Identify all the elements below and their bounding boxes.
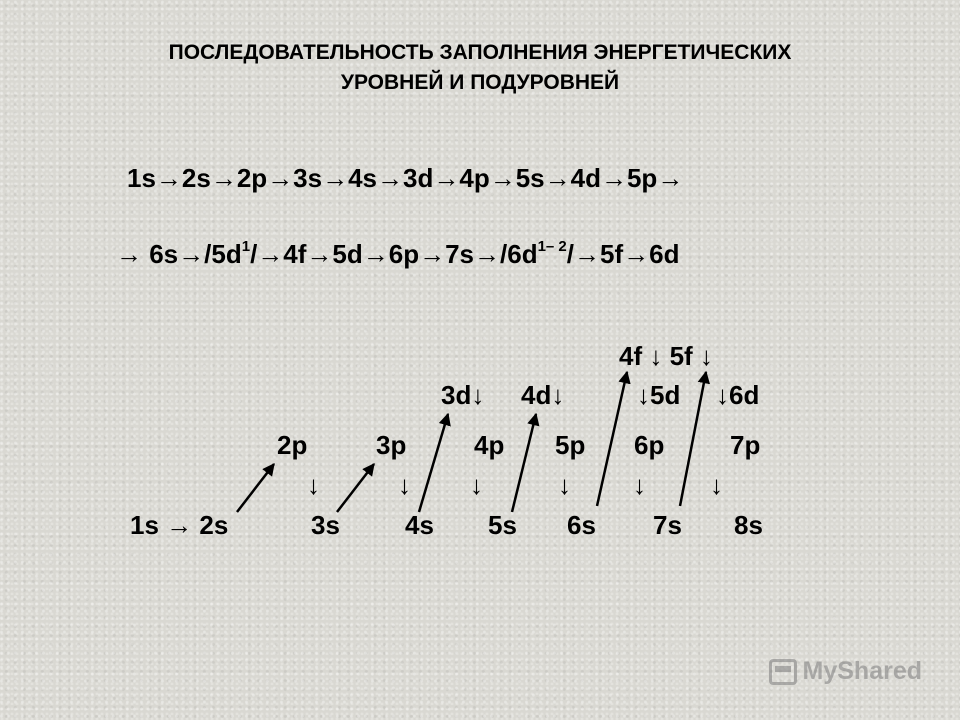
diagram-label-2p: 2p [277,430,308,460]
diagram-label-6p: 6p [634,430,665,460]
diagram-down-arrow: ↓ [633,470,646,500]
diagram-row-f: 4f ↓ 5f ↓ [619,341,713,371]
presentation-icon [768,658,797,685]
diagram-label-5d: ↓5d [637,380,681,410]
watermark: MyShared [768,657,922,686]
diagram-label-5p: 5p [555,430,586,460]
diagram-label-6d: ↓6d [716,380,760,410]
page-title-line-2: УРОВНЕЙ И ПОДУРОВНЕЙ [340,71,620,94]
diagram-label-3d: 3d↓ [441,380,485,410]
diagram-label-8s: 8s [734,510,763,540]
diagram-down-arrow: ↓ [710,470,723,500]
watermark-text: MyShared [802,657,922,685]
connector-4s-3d [417,412,451,513]
sequence-line-1: 1s→2s→2p→3s→4s→3d→4p→5s→4d→5p→ [127,163,684,193]
diagram-label-1s-2s: 1s → 2s [130,510,229,540]
diagram-label-3s: 3s [311,510,340,540]
diagram-label-5s: 5s [488,510,517,540]
sequence-part-b: /→4f→5d→6p→7s→/6d [250,239,538,269]
sequence-sup-2: 1– 2 [537,238,567,256]
sequence-part-a: → 6s→/5d [116,239,242,269]
connector-6s-4f [595,370,631,507]
diagram-down-arrow: ↓ [470,470,483,500]
diagram-label-4p: 4p [474,430,505,460]
connector-2s-2p [236,463,275,513]
connector-7s-5f [678,370,710,507]
diagram-label-4d: 4d↓ [521,380,565,410]
diagram-label-4s: 4s [405,510,434,540]
diagram-label-6s: 6s [567,510,596,540]
connector-3s-3p [336,463,375,513]
diagram-down-arrow: ↓ [398,470,411,500]
connector-5s-4d [510,412,540,513]
sequence-sup-1: 1 [241,238,251,256]
diagram-label-3p: 3p [376,430,407,460]
diagram-down-arrow: ↓ [558,470,571,500]
sequence-line-2: → 6s→/5d1/→4f→5d→6p→7s→/6d1– 2/→5f→6d [116,238,680,270]
page-title-line-1: ПОСЛЕДОВАТЕЛЬНОСТЬ ЗАПОЛНЕНИЯ ЭНЕРГЕТИЧЕ… [168,41,792,64]
diagram-label-7p: 7p [730,430,761,460]
diagram-label-7s: 7s [653,510,682,540]
diagram-down-arrow: ↓ [307,470,320,500]
sequence-part-c: /→5f→6d [566,239,680,269]
